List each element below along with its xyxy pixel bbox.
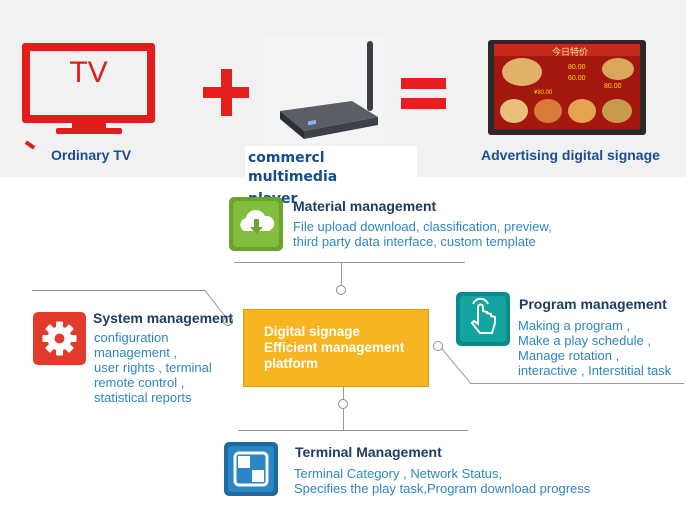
signage-label: Advertising digital signage (481, 147, 660, 163)
connector-node-right (433, 341, 443, 351)
system-desc: configuration management , user rights ,… (94, 330, 244, 405)
connector-node-top (336, 285, 346, 295)
platform-center-box (243, 309, 429, 387)
terminal-desc: Terminal Category , Network Status, Spec… (294, 466, 634, 496)
terminal-connector-drop (343, 409, 344, 430)
system-title: System management (93, 310, 234, 326)
food-thumb-4 (602, 99, 632, 123)
program-icon-box (456, 292, 510, 346)
food-plate-image (502, 58, 542, 86)
media-player-drawing (280, 41, 378, 139)
tv-icon (22, 43, 155, 123)
player-label-line1: commercl multimedia (248, 150, 338, 185)
signage-price-3: 80.00 (604, 83, 622, 90)
food-plate-image-2 (602, 58, 634, 80)
system-desc-2: management , (94, 345, 178, 360)
program-connector-diagonal (438, 344, 471, 384)
program-desc-3: Manage rotation , (518, 348, 620, 363)
system-icon-box (33, 312, 86, 365)
material-connector-drop (341, 262, 342, 286)
center-line-3: platform (264, 356, 318, 371)
connector-node-left (223, 316, 233, 326)
system-desc-4: remote control , (94, 375, 185, 390)
food-thumb-3 (568, 99, 596, 123)
material-desc: File upload download, classification, pr… (293, 219, 593, 249)
ordinary-tv-label: Ordinary TV (51, 147, 132, 163)
tv-icon-text: TV (69, 56, 108, 89)
terminal-connector-line (238, 430, 468, 431)
terminal-desc-2: Specifies the play task,Program download… (294, 481, 591, 496)
center-line-2: Efficient management (264, 340, 405, 355)
material-desc-1: File upload download, classification, pr… (293, 219, 552, 234)
window-panels-icon (228, 446, 274, 492)
program-desc-2: Make a play schedule , (518, 333, 651, 348)
terminal-connector-rise (343, 387, 344, 405)
program-connector-line (470, 383, 684, 384)
system-connector-line (32, 290, 205, 291)
terminal-icon-box (224, 442, 278, 496)
equals-icon (401, 78, 446, 89)
system-desc-3: user rights , terminal (94, 360, 212, 375)
tv-base-icon (56, 128, 122, 134)
terminal-desc-1: Terminal Category , Network Status, (294, 466, 503, 481)
system-desc-1: configuration (94, 330, 169, 345)
plus-icon-vertical (221, 69, 232, 116)
connector-node-bottom (338, 399, 348, 409)
program-desc-1: Making a program , (518, 318, 630, 333)
signage-price-4: ¥80.00 (534, 90, 553, 96)
signage-price-2: 60.00 (568, 75, 586, 82)
program-desc-4: interactive , Interstitial task (518, 363, 672, 378)
program-title: Program management (519, 296, 667, 312)
signage-screen: 今日特价 80.00 60.00 80.00 ¥80.00 (494, 44, 640, 129)
material-title: Material management (293, 198, 437, 214)
food-thumb-1 (500, 99, 528, 123)
signage-price-1: 80.00 (568, 64, 586, 71)
terminal-title: Terminal Management (295, 444, 442, 460)
center-line-1: Digital signage (264, 324, 361, 339)
food-thumb-2 (534, 99, 562, 123)
player-label: commercl multimedia player (245, 146, 417, 207)
tv-stand-icon (72, 122, 106, 131)
equals-icon-lower (401, 98, 446, 109)
program-desc: Making a program , Make a play schedule … (518, 318, 684, 378)
platform-center-text: Digital signage Efficient management pla… (264, 324, 424, 372)
cloud-download-icon (233, 201, 279, 247)
touch-hand-icon (460, 296, 506, 342)
material-connector-line (234, 262, 465, 263)
signage-screen-title: 今日特价 (552, 48, 589, 58)
system-desc-5: statistical reports (94, 390, 192, 405)
material-icon-box (229, 197, 283, 251)
material-desc-2: third party data interface, custom templ… (293, 234, 536, 249)
media-player-image (264, 37, 384, 143)
gear-icon (42, 321, 77, 356)
